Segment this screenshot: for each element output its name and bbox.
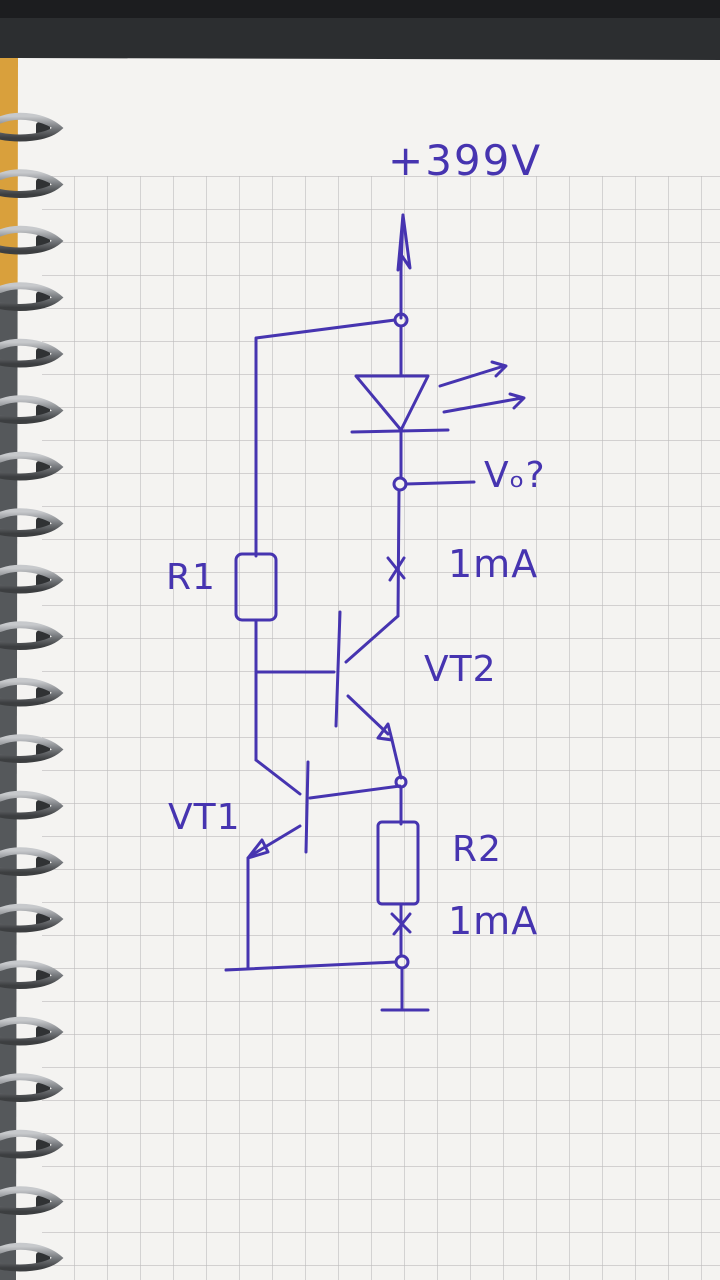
vt2-emitter-arrow [376, 722, 394, 742]
vt1-base-bar [304, 760, 310, 854]
spiral-ring [0, 677, 64, 707]
spiral-ring [0, 564, 64, 594]
spiral-binding [0, 112, 64, 1272]
led-symbol [354, 374, 430, 432]
current-label-top: 1mA [448, 542, 539, 586]
spiral-ring [0, 1186, 64, 1215]
vt2-base-bar [334, 610, 342, 728]
spiral-ring [0, 1129, 64, 1159]
current-label-bottom: 1mA [448, 899, 539, 943]
spiral-ring [0, 734, 64, 763]
spiral-ring [0, 169, 64, 198]
vt1-emitter [248, 824, 302, 858]
spiral-ring [0, 621, 64, 650]
spiral-ring [0, 790, 64, 820]
r1-label: R1 [166, 557, 216, 598]
vt2-collector [344, 614, 400, 664]
vt1-emitter-arrow [246, 838, 270, 860]
ground-rail [224, 960, 398, 972]
spiral-ring [0, 338, 64, 368]
spiral-ring [0, 1073, 64, 1102]
spiral-ring [0, 225, 64, 255]
wire-vt1-base [308, 784, 402, 800]
spiral-ring [0, 112, 64, 142]
wire-to-r1 [254, 318, 397, 558]
wire-output [404, 480, 476, 486]
spiral-ring [0, 282, 64, 311]
spiral-ring [0, 508, 64, 537]
output-voltage-label: Vₒ? [484, 455, 546, 496]
led-arrow-1 [438, 360, 508, 388]
spiral-ring [0, 903, 64, 933]
spiral-ring [0, 1016, 64, 1046]
vt1-label: VT1 [168, 797, 241, 838]
circuit-schematic [224, 213, 526, 1012]
current-mark-bottom [390, 912, 412, 936]
r2-label: R2 [452, 829, 502, 870]
spiral-ring [0, 1242, 64, 1272]
spiral-ring [0, 395, 64, 424]
led-arrow-2 [442, 392, 526, 414]
wire-collector-vt2 [396, 488, 401, 618]
spiral-ring [0, 847, 64, 876]
vt1-collector [254, 758, 302, 796]
spiral-ring [0, 451, 64, 481]
spiral-ring [0, 960, 64, 989]
vt2-label: VT2 [424, 649, 497, 690]
vt2-emitter [346, 694, 390, 736]
current-mark-top [386, 556, 406, 582]
r2-symbol [376, 820, 420, 906]
supply-voltage-label: +399V [388, 136, 543, 185]
